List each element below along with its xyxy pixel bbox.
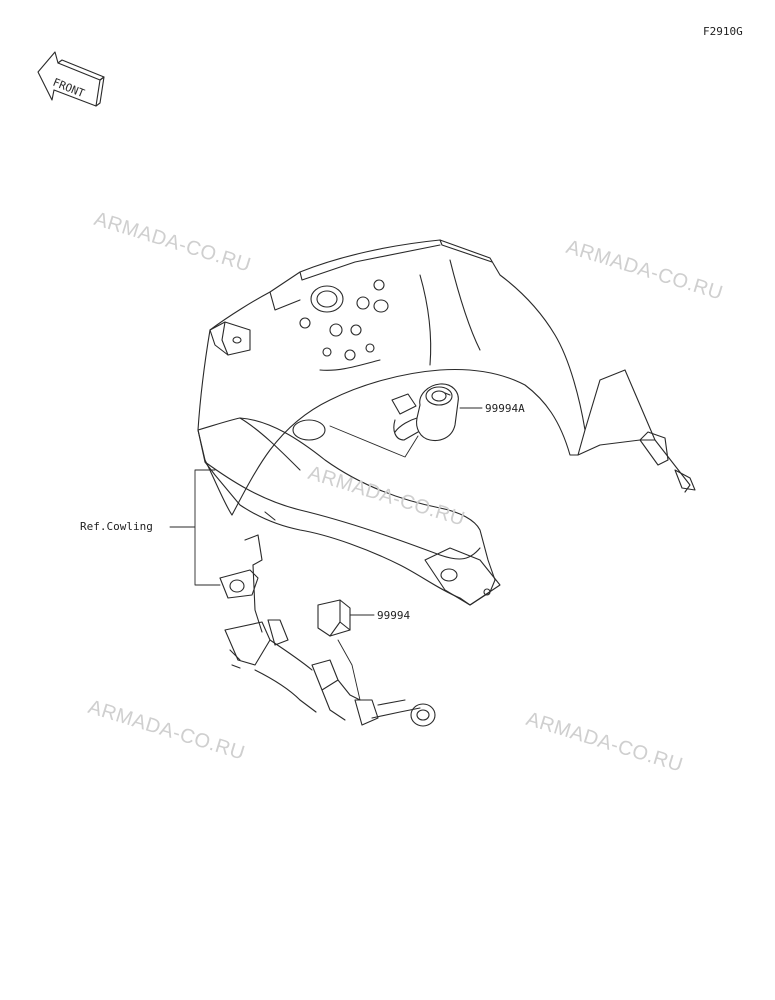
accessory-socket-99994a — [391, 383, 459, 442]
front-arrow-icon — [37, 51, 105, 107]
pointer-99994 — [337, 639, 361, 701]
callout-99994a: 99994A — [485, 402, 525, 415]
wiring-harness — [219, 534, 436, 727]
callout-99994: 99994 — [377, 609, 411, 622]
outer-cowling — [197, 417, 501, 606]
callout-ref-cowling: Ref.Cowling — [80, 520, 153, 533]
connector-99994 — [317, 599, 351, 637]
figure-code: F2910G — [703, 25, 743, 38]
upper-inner-cowling — [197, 239, 696, 516]
ref-cowling-bracket — [169, 469, 221, 586]
pointer-99994a — [329, 425, 419, 458]
